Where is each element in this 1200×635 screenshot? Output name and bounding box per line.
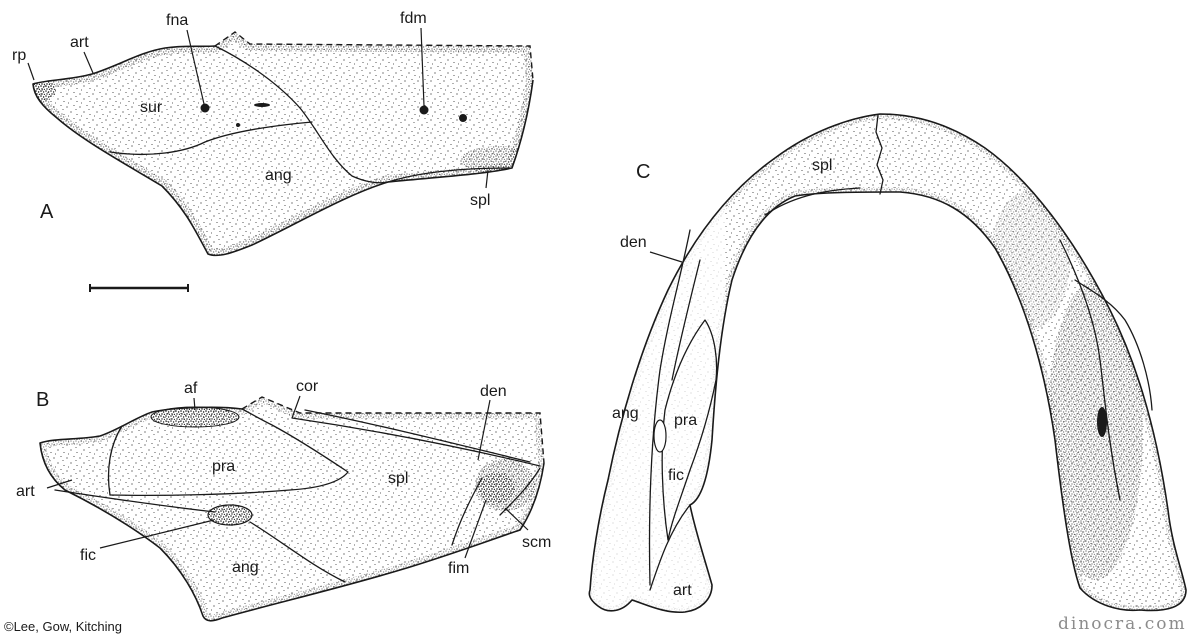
leader-scm: [504, 507, 529, 531]
panel-letter-a: A: [40, 201, 54, 223]
credit-text: ©Lee, Gow, Kitching: [4, 619, 122, 634]
leader-rp: [27, 62, 35, 81]
suture-pra-spl: [109, 408, 349, 496]
suture-spl-ang: [387, 167, 511, 183]
label-fim: fim: [448, 560, 469, 577]
label-den-b: den: [480, 383, 507, 400]
suture-pra-left: [107, 425, 123, 496]
label-cor: cor: [296, 378, 319, 395]
label-sur: sur: [140, 99, 163, 116]
leader-den-b: [477, 399, 491, 461]
articular-boundary-c: [649, 504, 691, 591]
foramen-fna: [200, 103, 210, 113]
foramen-fic: [207, 504, 253, 526]
label-ang-c: ang: [612, 405, 639, 422]
leader-fim: [464, 499, 487, 559]
crack-spl: [875, 114, 884, 195]
label-ang-a: ang: [265, 167, 292, 184]
label-scm: scm: [522, 534, 551, 551]
leader-fdm: [420, 27, 425, 107]
jaw-outline-a: [32, 45, 534, 257]
suture-sur-spl: [214, 45, 389, 184]
label-spl-a: spl: [470, 192, 490, 209]
leader-spl-a: [485, 169, 489, 189]
watermark-text: dinocra.com: [1058, 614, 1187, 634]
suture-ang-spl: [249, 521, 346, 583]
coronoid-edge-lower: [291, 417, 541, 467]
label-den-c: den: [620, 234, 647, 251]
label-fdm: fdm: [400, 10, 427, 27]
foramen-streak: [254, 103, 270, 107]
label-art-c: art: [673, 582, 692, 599]
panel-a: rp art fna fdm sur ang spl A: [12, 10, 534, 292]
missing-bone-outline-b: [241, 396, 545, 464]
spl-inner-edge: [764, 187, 861, 216]
suture-art-ang: [54, 489, 216, 513]
suture-scm: [499, 467, 541, 516]
label-spl-c: spl: [812, 157, 832, 174]
leader-art-b: [46, 479, 73, 489]
suture-den-inner-c: [671, 259, 701, 381]
leader-art-a: [83, 51, 94, 74]
suture-den-spl: [451, 477, 483, 546]
label-pra-c: pra: [674, 412, 697, 429]
coronoid-edge-upper: [304, 409, 531, 463]
leader-den-c: [649, 251, 683, 263]
label-af: af: [184, 380, 198, 397]
foramen-fic-c: [653, 419, 667, 453]
label-pra-b: pra: [212, 458, 235, 475]
panel-letter-b: B: [36, 389, 49, 411]
right-ramus-ridge: [1059, 239, 1121, 501]
label-fic-b: fic: [80, 547, 96, 564]
leader-fna: [186, 29, 205, 105]
label-fic-c: fic: [668, 467, 684, 484]
foramen-fim: [479, 472, 515, 504]
missing-bone-outline-a: [214, 31, 534, 81]
prearticular-outline-c: [661, 319, 718, 541]
leader-af: [193, 397, 196, 411]
leader-cor: [291, 395, 301, 419]
label-fna: fna: [166, 12, 188, 29]
leader-fic-b: [99, 519, 215, 549]
right-foramen-c: [1097, 407, 1107, 437]
panel-b: B af cor den art pra spl fic ang fim scm: [16, 378, 551, 622]
label-spl-b: spl: [388, 470, 408, 487]
label-ang-b: ang: [232, 559, 259, 576]
foramen-fdm: [419, 105, 429, 115]
suture-den-ang-c: [648, 229, 691, 586]
right-ramus-ridge-2: [1074, 279, 1153, 411]
scale-bar: [89, 284, 189, 292]
label-art-b: art: [16, 483, 35, 500]
foramen-dot: [236, 123, 240, 127]
label-rp: rp: [12, 47, 26, 64]
jaw-outline-b: [39, 406, 545, 622]
label-art-a: art: [70, 34, 89, 51]
foramen-small: [459, 114, 467, 122]
panel-c: C spl den ang pra fic art: [588, 113, 1187, 614]
suture-sur-ang: [109, 121, 313, 156]
panel-letter-c: C: [636, 161, 650, 183]
